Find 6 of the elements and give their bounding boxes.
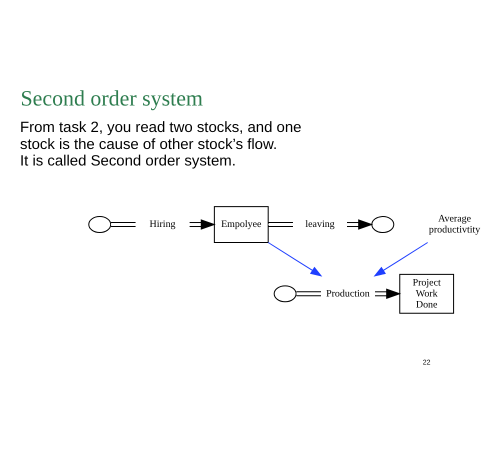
label: From task 2, you read two stocks, and one stock is the cause of other stock’s flow. It is called Second order system. — [20, 118, 302, 170]
node-text: Hiring — [150, 218, 176, 230]
node-text: Average productivtity — [428, 213, 480, 235]
diagram-title: Second order system — [20, 85, 203, 110]
node-text: Production — [326, 288, 370, 299]
node-text: leaving — [305, 218, 335, 230]
